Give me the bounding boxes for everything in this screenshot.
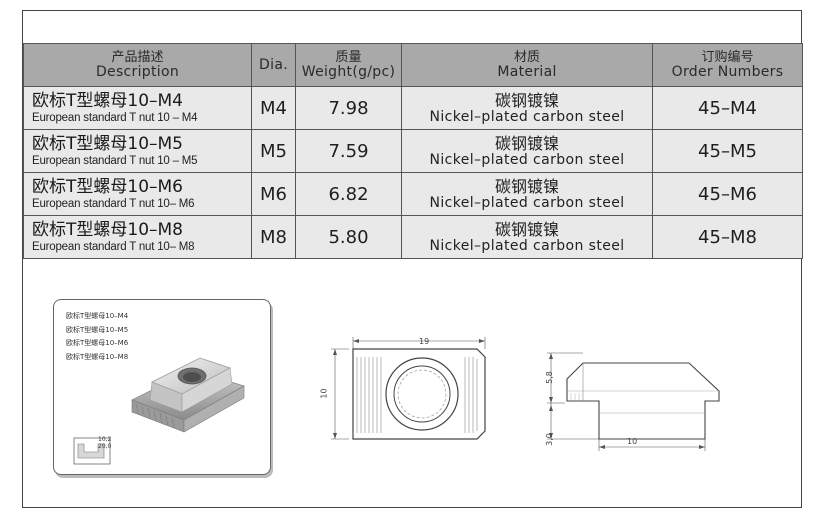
profile-dims: 10,2 20,0 [98,436,111,450]
profile-dim-outer: 20,0 [98,443,112,450]
weight-cell: 5.80 [295,215,402,259]
weight-cell: 7.59 [295,129,402,173]
header-band [23,11,801,44]
photo-label: 欧标T型螺母10–M8 [66,352,129,361]
dia-cell: M6 [251,172,296,216]
photo-label: 欧标T型螺母10–M4 [66,312,129,320]
side-width-label: 10 [627,437,638,446]
weight-cell: 6.82 [295,172,402,216]
front-height-label: 10 [319,388,329,399]
order-number-cell: 45–M4 [652,86,803,130]
order-number-cell: 45–M6 [652,172,803,216]
dia-cell: M4 [251,86,296,130]
front-width-label: 19 [419,337,430,346]
side-bottom-height-label: 3,0 [544,433,554,446]
dia-cell: M5 [251,129,296,173]
profile-dim-inner: 10,2 [98,436,112,443]
front-view-drawing [331,337,486,440]
order-number-cell: 45–M5 [652,129,803,173]
t-nut-photo [73,357,246,465]
side-view-drawing [547,352,720,451]
header-dia: Dia. [251,43,296,87]
profile-icon [73,437,111,465]
dia-cell: M8 [251,215,296,259]
figure-area: 欧标T型螺母10–M4 欧标T型螺母10–M5 欧标T型螺母10–M6 欧标T型… [23,263,801,507]
weight-cell: 7.98 [295,86,402,130]
side-top-height-label: 5,8 [544,371,554,384]
photo-label-list: 欧标T型螺母10–M4 欧标T型螺母10–M5 欧标T型螺母10–M6 欧标T型… [66,310,128,364]
product-photo-card: 欧标T型螺母10–M4 欧标T型螺母10–M5 欧标T型螺母10–M6 欧标T型… [53,299,271,475]
photo-label: 欧标T型螺母10–M6 [66,339,129,347]
photo-label: 欧标T型螺母10–M5 [66,325,129,334]
order-number-cell: 45–M8 [652,215,803,259]
